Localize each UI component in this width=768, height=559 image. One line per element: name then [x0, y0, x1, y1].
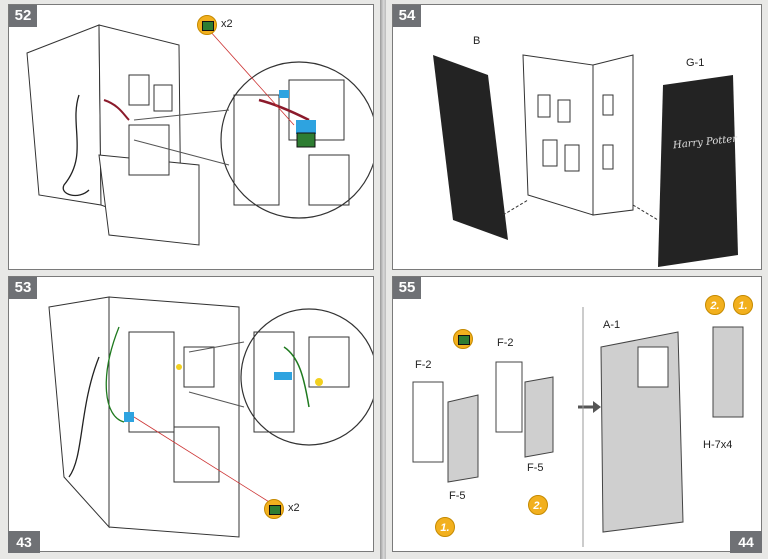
part-label-f2-a: F-2 — [415, 359, 432, 371]
step-number-52: 52 — [9, 5, 37, 27]
step-53: 53 x2 — [8, 276, 374, 552]
quantity-label: x2 — [288, 502, 300, 514]
step-number-53: 53 — [9, 277, 37, 299]
page-number-left: 43 — [8, 531, 40, 553]
part-label-a1: A-1 — [603, 319, 621, 331]
step-number-54: 54 — [393, 5, 421, 27]
book-spine — [380, 0, 388, 559]
left-page: 52 — [0, 0, 382, 559]
part-label-f5-b: F-5 — [527, 462, 544, 474]
page-number-right: 44 — [730, 531, 762, 553]
order-marker: 1. — [435, 517, 455, 537]
step-53-illustration — [48, 296, 373, 538]
step-52: 52 — [8, 4, 374, 270]
step-54: 54 B G-1 Harry Potter — [392, 4, 762, 270]
right-page: 54 B G-1 Harry Potter 55 — [386, 0, 768, 559]
step-54-illustration — [433, 54, 738, 267]
order-marker: 2. — [528, 495, 548, 515]
circuit-board-icon — [264, 499, 284, 519]
quantity-label: x2 — [221, 18, 233, 30]
step-number-55: 55 — [393, 277, 421, 299]
step-52-illustration — [26, 24, 373, 246]
tool-icon — [453, 329, 473, 349]
part-label-g1: G-1 — [686, 57, 705, 69]
part-label-h7: H-7x4 — [703, 439, 733, 451]
part-label-b: B — [473, 35, 481, 47]
circuit-board-icon — [197, 15, 217, 35]
step-55-illustration — [412, 307, 744, 547]
order-marker: 1. — [733, 295, 753, 315]
order-marker: 2. — [705, 295, 725, 315]
part-label-f2-b: F-2 — [497, 337, 514, 349]
step-55: 55 F-2 F-2 F-5 F-5 A-1 H-7x4 1. 2. 2. 1. — [392, 276, 762, 552]
part-label-f5-a: F-5 — [449, 490, 466, 502]
